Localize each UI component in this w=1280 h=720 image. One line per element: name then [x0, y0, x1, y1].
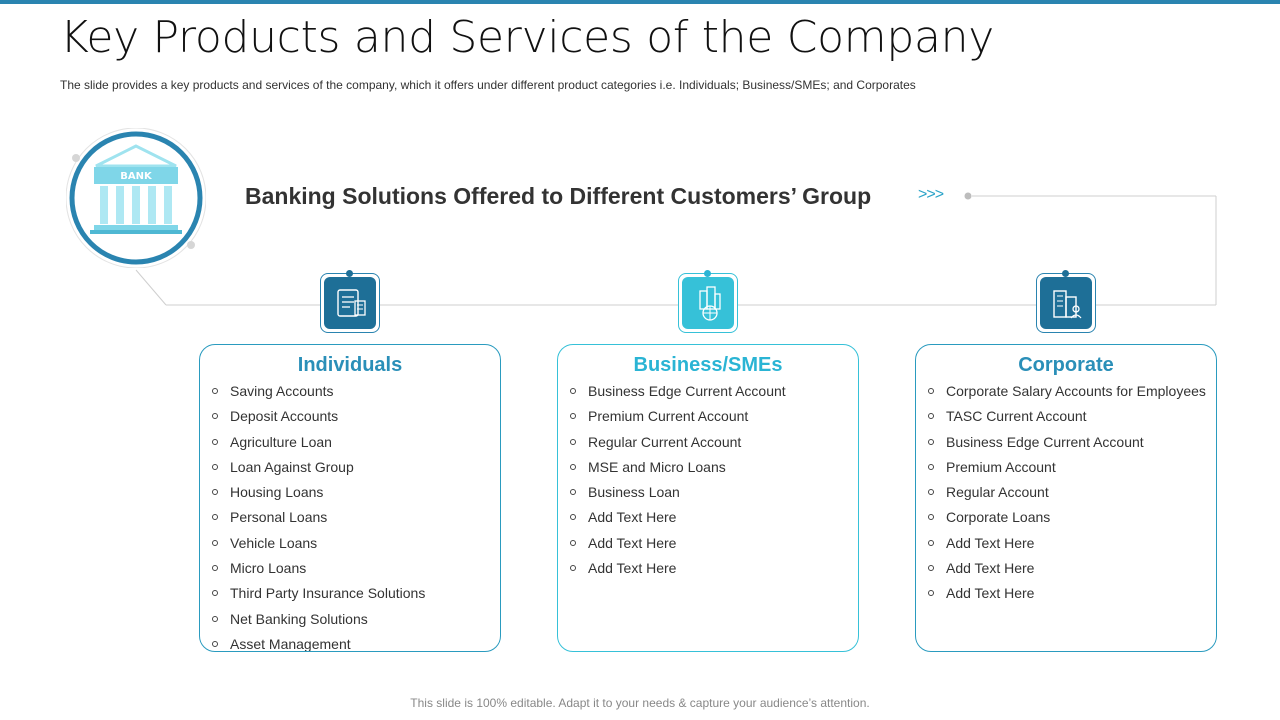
list-item: Micro Loans: [212, 560, 490, 576]
list-item: Net Banking Solutions: [212, 611, 490, 627]
page-subtitle: The slide provides a key products and se…: [60, 78, 916, 92]
list-item: Business Loan: [570, 484, 848, 500]
card-corporate: Corporate Corporate Salary Accounts for …: [915, 344, 1217, 652]
top-accent-bar: [0, 0, 1280, 4]
list-item: Regular Current Account: [570, 434, 848, 450]
corporate-icon-box: [1036, 270, 1096, 333]
list-item: Deposit Accounts: [212, 408, 490, 424]
list-item: MSE and Micro Loans: [570, 459, 848, 475]
card-title-individuals: Individuals: [297, 354, 403, 376]
list-item: Add Text Here: [928, 535, 1206, 551]
document-icon: [337, 289, 366, 317]
city-globe-icon: [699, 286, 721, 321]
list-item: Asset Management: [212, 636, 490, 651]
list-item: Add Text Here: [570, 509, 848, 525]
list-item: Vehicle Loans: [212, 535, 490, 551]
list-item: Loan Against Group: [212, 459, 490, 475]
list-item: Premium Current Account: [570, 408, 848, 424]
list-item: Agriculture Loan: [212, 434, 490, 450]
footer-note: This slide is 100% editable. Adapt it to…: [410, 696, 870, 710]
individuals-icon-box: [320, 270, 380, 333]
list-item: Personal Loans: [212, 509, 490, 525]
list-item: Add Text Here: [570, 535, 848, 551]
list-item: Business Edge Current Account: [570, 383, 848, 399]
list-item: Third Party Insurance Solutions: [212, 585, 490, 601]
card-title-corporate: Corporate: [1018, 354, 1114, 376]
list-item: TASC Current Account: [928, 408, 1206, 424]
bank-icon: BANK: [65, 127, 207, 269]
list-item: Corporate Loans: [928, 509, 1206, 525]
list-item: Add Text Here: [928, 560, 1206, 576]
list-item: Business Edge Current Account: [928, 434, 1206, 450]
card-business: Business/SMEs Business Edge Current Acco…: [557, 344, 859, 652]
list-item: Corporate Salary Accounts for Employees: [928, 383, 1206, 399]
list-item: Regular Account: [928, 484, 1206, 500]
business-icon-box: [678, 270, 738, 333]
arrows-decoration: >>>: [918, 186, 944, 203]
bank-emblem: BANK: [65, 127, 207, 269]
list-item: Premium Account: [928, 459, 1206, 475]
bank-sign-text: BANK: [120, 171, 153, 182]
list-item: Saving Accounts: [212, 383, 490, 399]
office-building-icon: [1053, 290, 1082, 319]
section-heading: Banking Solutions Offered to Different C…: [245, 183, 872, 209]
list-item: Add Text Here: [570, 560, 848, 576]
list-item: Housing Loans: [212, 484, 490, 500]
page-title: Key Products and Services of the Company: [60, 12, 994, 63]
card-title-business: Business/SMEs: [633, 354, 783, 376]
list-item: Add Text Here: [928, 585, 1206, 601]
